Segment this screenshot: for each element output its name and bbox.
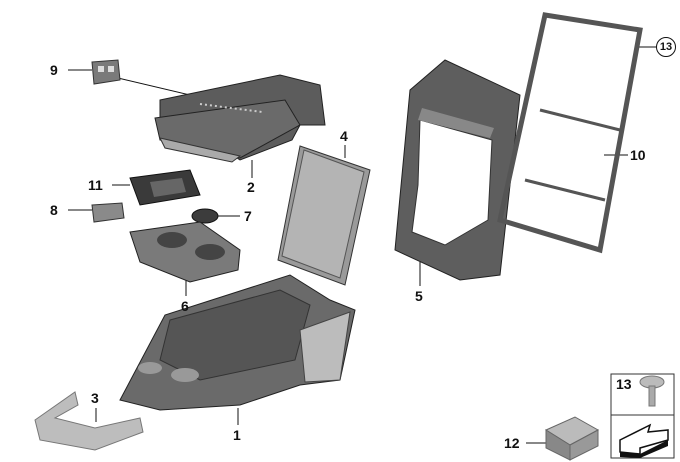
- callout-7: 7: [244, 208, 252, 224]
- callout-5: 5: [415, 288, 423, 304]
- callout-13-circled: 13: [656, 37, 676, 57]
- part-7-disc: [191, 208, 219, 224]
- part-9-switch: [91, 59, 121, 85]
- part-1-console-base: [119, 274, 356, 411]
- part-11-tray: [129, 169, 201, 206]
- callout-1: 1: [233, 427, 241, 443]
- part-6-cupholder: [129, 221, 241, 283]
- callout-12: 12: [504, 435, 520, 451]
- callout-3: 3: [91, 390, 99, 406]
- callout-2: 2: [247, 179, 255, 195]
- legend-box: [610, 373, 675, 459]
- part-4-panel: [277, 145, 371, 286]
- part-12-kit-box: [544, 416, 600, 461]
- callout-11: 11: [88, 177, 103, 193]
- part-10-frame: [497, 12, 643, 254]
- part-3-trim: [34, 391, 144, 451]
- callout-6: 6: [181, 298, 189, 314]
- part-2-armrest-lid: [154, 74, 326, 163]
- callout-9: 9: [50, 62, 58, 78]
- callout-4: 4: [340, 128, 348, 144]
- legend-screw-label: 13: [616, 376, 632, 392]
- callout-10: 10: [630, 147, 646, 163]
- part-5-trim-frame: [394, 59, 521, 281]
- callout-8: 8: [50, 202, 58, 218]
- part-8-bracket: [91, 202, 125, 223]
